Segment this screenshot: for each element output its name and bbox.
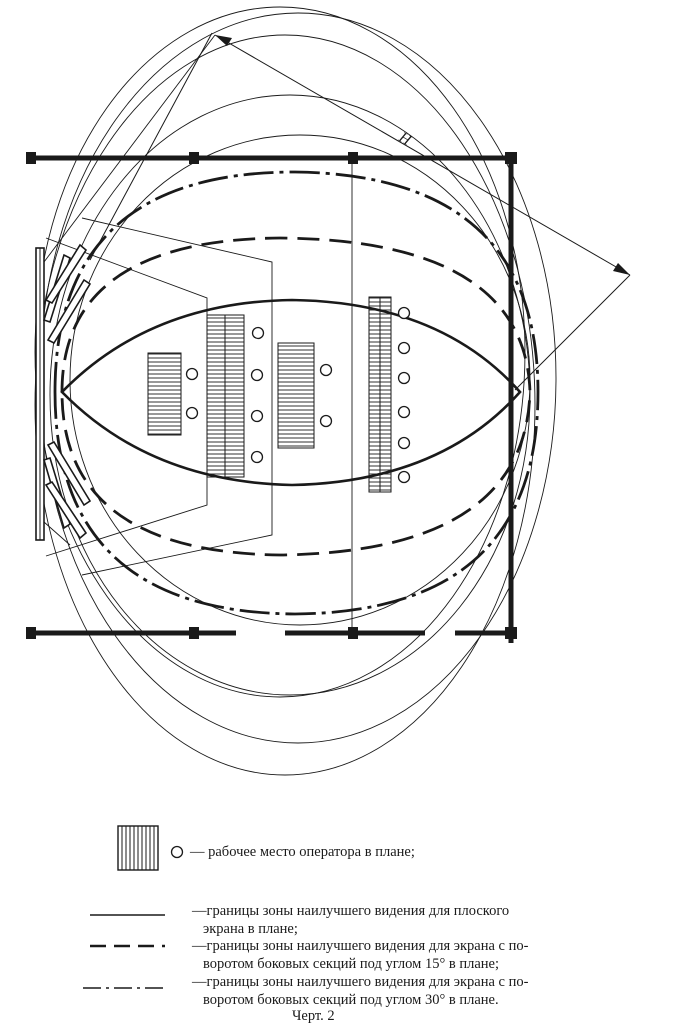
legend-desk-symbol — [117, 825, 159, 871]
operator-seat — [319, 363, 333, 377]
operator-seat — [251, 326, 265, 340]
room-walls — [28, 155, 514, 643]
operator-seat — [319, 414, 333, 428]
legend-30deg-line2: воротом боковых секций под углом 30° в п… — [203, 992, 499, 1008]
legend-15deg-line1: —границы зоны наилучшего видения для экр… — [192, 938, 529, 954]
operator-seat — [397, 341, 411, 355]
operator-seat — [185, 367, 199, 381]
legend-15deg-line2: воротом боковых секций под углом 15° в п… — [203, 956, 499, 972]
operator-desks — [147, 296, 392, 493]
legend-flat-line1: —границы зоны наилучшего видения для пло… — [192, 903, 510, 919]
operator-seat — [250, 409, 264, 423]
legend-flat-line2: экрана в плане; — [203, 921, 298, 937]
figure-caption: Черт. 2 — [292, 1008, 335, 1024]
zone-30-degrees — [53, 170, 540, 616]
operator-seat — [397, 371, 411, 385]
legend-workplace: — рабочее место оператора в плане; — [190, 844, 415, 860]
distance-h-dimension: H — [89, 32, 631, 391]
operator-seat — [397, 405, 411, 419]
distance-h-label: H — [395, 129, 414, 149]
operator-seats — [185, 306, 411, 484]
desk — [147, 352, 182, 436]
desk — [277, 342, 315, 449]
operator-seat — [250, 368, 264, 382]
legend-seat-symbol — [170, 845, 184, 859]
legend-symbols — [83, 825, 184, 989]
operator-seat — [397, 470, 411, 484]
screen-panels — [35, 243, 92, 541]
operator-seat — [250, 450, 264, 464]
operator-seat — [185, 406, 199, 420]
wall-column-marks — [26, 152, 517, 639]
operator-seat — [397, 306, 411, 320]
legend-30deg-line1: —границы зоны наилучшего видения для экр… — [192, 974, 529, 990]
operator-seat — [397, 436, 411, 450]
